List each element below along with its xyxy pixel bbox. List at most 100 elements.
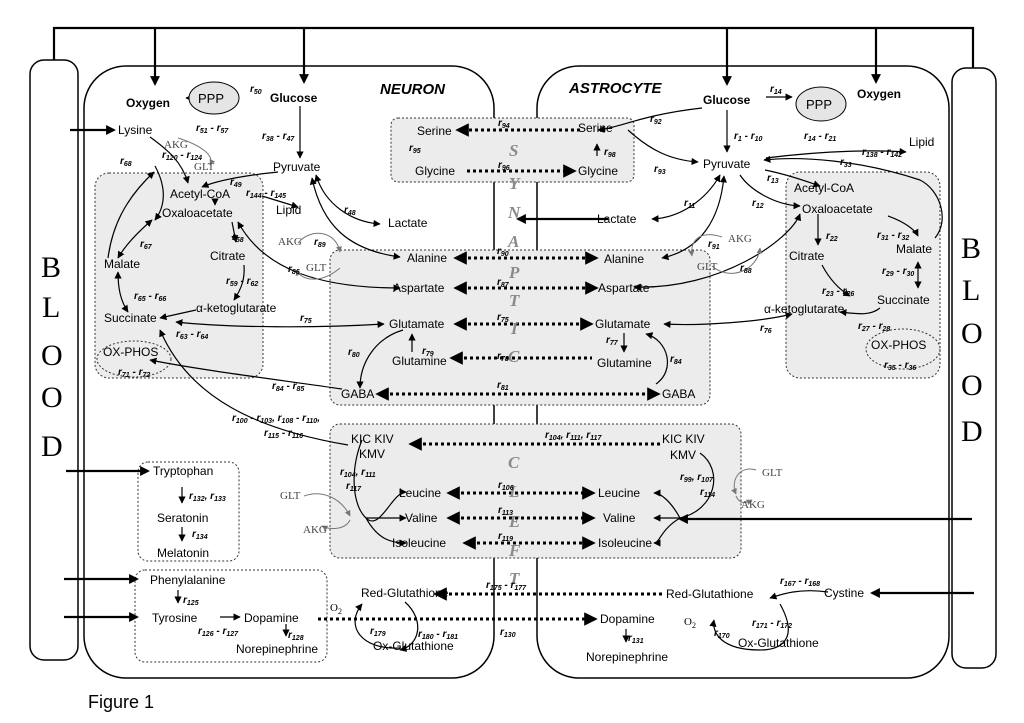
reaction-label: r179 <box>370 626 386 638</box>
astrocyte-ox-glutathione: Ox-Glutathione <box>738 636 819 650</box>
tyrosine-box <box>134 569 328 663</box>
neuron-tryptophan: Tryptophan <box>153 464 213 478</box>
reaction-label: r171 - r172 <box>752 618 792 630</box>
reaction-label: r75 <box>300 313 312 325</box>
cleft-letter: L <box>508 482 519 501</box>
reaction-label: r96 <box>498 160 510 172</box>
reaction-label: r78 <box>497 351 509 363</box>
astrocyte-acetyl-coa: Acetyl-CoA <box>794 181 854 195</box>
reaction-label: r68 <box>120 156 132 168</box>
cofactor-glt: GLT <box>194 161 215 173</box>
neuron-pyruvate: Pyruvate <box>273 160 321 174</box>
astrocyte-glycine: Glycine <box>578 164 618 178</box>
cofactor-arrows <box>177 137 763 532</box>
reaction-label: r67 <box>140 239 153 251</box>
neuron-leucine: Leucine <box>399 486 441 500</box>
cofactor-akg: AKG <box>303 524 327 536</box>
neuron-ppp: PPP <box>198 91 224 106</box>
blood-right-letter: B <box>961 232 981 265</box>
cofactor-glt: GLT <box>306 262 327 274</box>
neuron-oxaloacetate: Oxaloacetate <box>162 206 233 220</box>
astrocyte-glutamate: Glutamate <box>595 317 651 331</box>
neuron-serine: Serine <box>417 124 452 138</box>
reaction-label: r14 <box>770 84 782 96</box>
neuron-isoleucine: Isoleucine <box>392 536 446 550</box>
reaction-label: r65 - r66 <box>134 291 166 303</box>
cleft-letter: T <box>509 291 520 310</box>
astrocyte-serine: Serine <box>578 121 613 135</box>
reaction-label: r1 - r10 <box>734 131 763 143</box>
neuron-reaction-arrows <box>107 94 419 652</box>
astrocyte-ppp-node <box>795 86 847 122</box>
reaction-label: r13 <box>767 173 779 185</box>
astrocyte-oxphos: OX-PHOS <box>871 338 926 352</box>
neuron-aspartate: Aspartate <box>393 281 445 295</box>
neuron-phenylalanine: Phenylalanine <box>150 573 226 587</box>
reaction-label: r100 - r103, r108 - r110, <box>232 413 320 425</box>
reaction-label: r113 <box>498 505 513 517</box>
neuron-header: NEURON <box>380 81 446 98</box>
neuron-melatonin: Melatonin <box>157 546 209 560</box>
reaction-label: r130 <box>500 627 516 639</box>
astrocyte-kic-kiv: KIC KIV <box>662 432 705 446</box>
neuron-malate: Malate <box>104 257 140 271</box>
blood-right-letter: D <box>961 415 983 448</box>
neuron-valine: Valine <box>405 511 438 525</box>
blood-left-letter: B <box>41 251 61 284</box>
cofactor-glt: GLT <box>762 467 783 479</box>
reaction-label: r22 <box>826 231 838 243</box>
figure-caption: Figure 1 <box>88 692 155 712</box>
reaction-label: r93 <box>654 164 666 176</box>
reaction-label: r119 <box>498 531 513 543</box>
reaction-label: r131 <box>628 633 644 645</box>
astrocyte-metabolites: Glucose PPP Oxygen Serine Glycine Pyruva… <box>578 86 934 664</box>
reaction-label: r59 - r62 <box>226 276 258 288</box>
cleft-letter: F <box>508 541 521 560</box>
reaction-label: r87 <box>497 277 510 289</box>
astrocyte-glucose: Glucose <box>703 93 751 107</box>
reaction-label: r12 <box>752 198 764 210</box>
astrocyte-succinate: Succinate <box>877 293 930 307</box>
neuron-kmv: KMV <box>359 447 385 461</box>
astrocyte-lactate: Lactate <box>597 212 637 226</box>
blood-right-letter: O <box>961 369 983 402</box>
reaction-label: r27 - r28 <box>858 321 890 333</box>
astrocyte-alanine: Alanine <box>604 252 644 266</box>
neuron-succinate: Succinate <box>104 311 157 325</box>
blood-left-letter: L <box>42 291 60 324</box>
reaction-label: r89 <box>314 237 326 249</box>
reaction-label: r80 <box>348 347 360 359</box>
reaction-label: r120 - r124 <box>162 150 202 162</box>
astrocyte-dopamine: Dopamine <box>600 612 655 626</box>
cleft-letter: P <box>508 263 520 282</box>
cleft-letter: C <box>508 453 520 472</box>
cleft-letter: C <box>508 347 520 366</box>
neuron-alanine: Alanine <box>407 251 447 265</box>
reaction-label: r31 - r32 <box>877 230 909 242</box>
reaction-label: r79 <box>422 346 434 358</box>
reaction-label: r144 - r145 <box>246 188 286 200</box>
cofactor-o2: O2 <box>684 616 696 630</box>
neuron-citrate: Citrate <box>210 249 246 263</box>
reaction-label: r48 <box>344 205 356 217</box>
neuron-gaba: GABA <box>341 387 374 401</box>
astrocyte-ppp: PPP <box>806 97 832 112</box>
blood-left-letter: O <box>41 339 63 372</box>
cleft-letter: E <box>508 512 520 531</box>
astrocyte-cystine: Cystine <box>824 586 864 600</box>
reaction-label: r84 <box>670 354 682 366</box>
astrocyte-reaction-arrows <box>593 93 943 651</box>
cleft-letter: N <box>507 203 521 222</box>
astrocyte-kmv: KMV <box>670 448 696 462</box>
neuron-akg: α-ketoglutarate <box>196 301 277 315</box>
cleft-letter: A <box>507 232 519 251</box>
reaction-label: r94 <box>498 118 510 130</box>
reaction-label: r134 <box>192 529 208 541</box>
reaction-label: r175 - r177 <box>486 580 527 592</box>
reaction-label: r51 - r57 <box>196 123 229 135</box>
reaction-label: r114 <box>700 487 715 499</box>
astrocyte-citrate: Citrate <box>789 249 825 263</box>
transport-arrows <box>318 123 662 626</box>
reaction-label: r75 <box>497 312 509 324</box>
